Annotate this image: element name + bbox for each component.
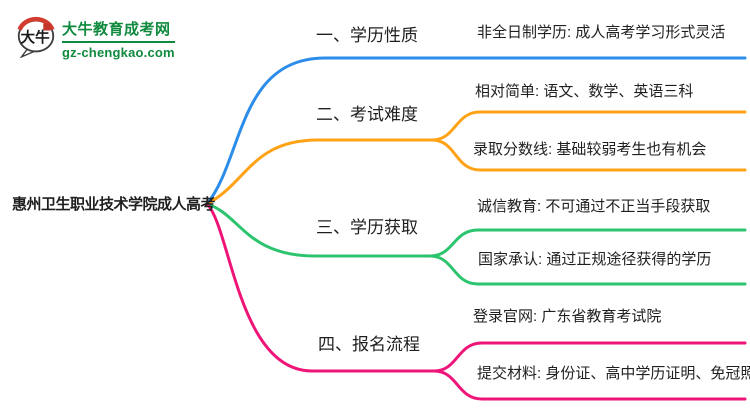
branch-label-4: 四、报名流程 <box>318 335 420 354</box>
logo-divider <box>62 41 175 43</box>
branch-label-1: 一、学历性质 <box>316 26 418 45</box>
logo-mark-text: 大牛 <box>21 28 51 46</box>
logo-site-url: gz-chengkao.com <box>62 45 175 60</box>
leaf-node-2-1: 相对简单: 语文、数学、英语三科 <box>475 83 694 100</box>
leaf-node-4-1: 登录官网: 广东省教育考试院 <box>473 308 662 325</box>
branch-line-1 <box>205 56 747 206</box>
leaf-node-3-1: 诚信教育: 不可通过不正当手段获取 <box>477 198 711 215</box>
site-logo: 大牛 大牛教育成考网 gz-chengkao.com <box>16 14 175 60</box>
leaf-node-2-2: 录取分数线: 基础较弱考生也有机会 <box>473 141 707 158</box>
leaf-node-1-1: 非全日制学历: 成人高考学习形式灵活 <box>477 24 726 41</box>
leaf-node-4-2: 提交材料: 身份证、高中学历证明、免冠照片 <box>477 365 750 382</box>
branch-line-3 <box>205 202 747 286</box>
leaf-node-3-2: 国家承认: 通过正规途径获得的学历 <box>478 251 712 268</box>
daniu-logo-icon: 大牛 <box>17 16 55 58</box>
mindmap-root-node: 惠州卫生职业技术学院成人高考 <box>12 196 216 213</box>
branch-line-4 <box>205 202 747 401</box>
logo-site-name: 大牛教育成考网 <box>62 21 171 38</box>
branch-label-2: 二、考试难度 <box>316 105 418 124</box>
branch-label-3: 三、学历获取 <box>316 218 418 237</box>
branch-line-2 <box>205 110 747 206</box>
